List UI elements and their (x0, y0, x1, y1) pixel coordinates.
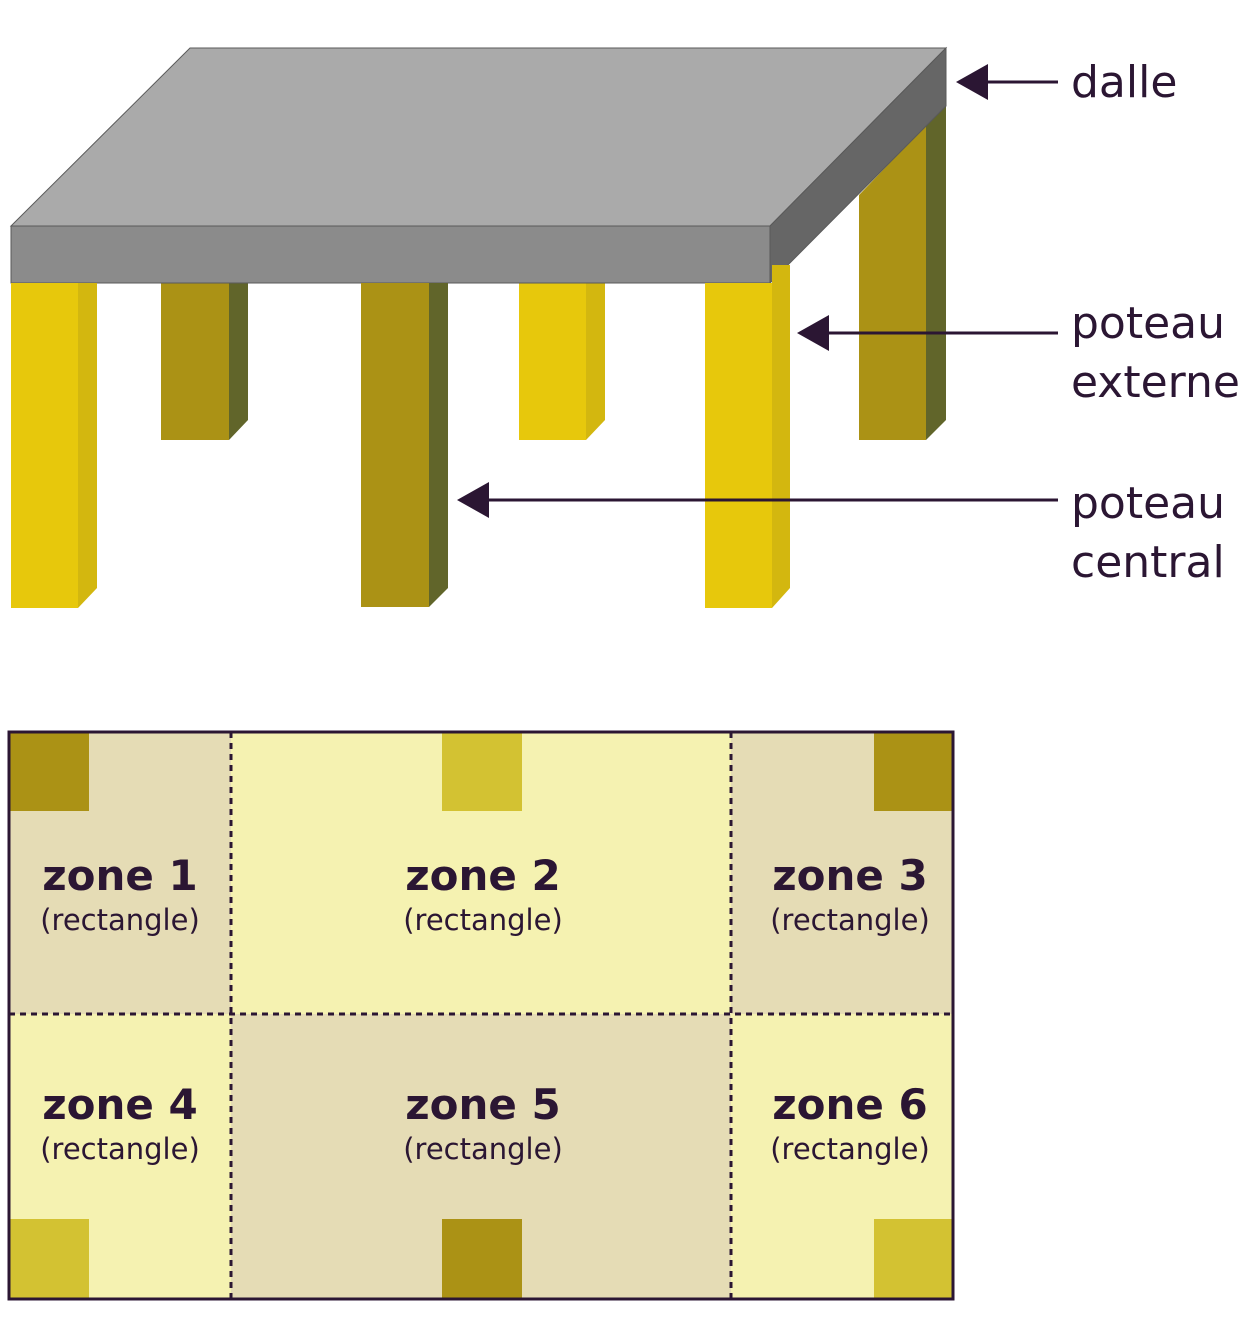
zone-4-name: zone 4 (42, 1080, 198, 1129)
slab-arrow (956, 64, 1058, 100)
perspective-view: dalle poteau externe poteau central (9, 46, 1240, 608)
front-post-left (11, 283, 97, 608)
zone-6-shape: (rectangle) (770, 1132, 930, 1166)
front-post-right (705, 265, 790, 608)
zone-1-name: zone 1 (42, 851, 198, 900)
front-post-center (361, 283, 448, 607)
zone-1-shape: (rectangle) (40, 903, 200, 937)
zone-2-shape: (rectangle) (403, 903, 563, 937)
central-post-label-line2: central (1071, 537, 1225, 588)
slab-front-face (10, 225, 771, 284)
slab-label: dalle (1071, 57, 1177, 108)
zone-3-name: zone 3 (772, 851, 928, 900)
back-post-right (859, 105, 946, 440)
post-footprint-top-left (9, 732, 89, 811)
slab (9, 46, 948, 285)
post-footprint-top-center (442, 732, 522, 811)
central-post-label-line1: poteau (1071, 478, 1225, 529)
zone-2-name: zone 2 (405, 851, 561, 900)
outer-post-arrow (797, 315, 1058, 351)
plan-border (7, 730, 955, 1301)
plan-view: zone 1 (rectangle) zone 2 (rectangle) zo… (7, 730, 955, 1301)
outer-post-label-line1: poteau (1071, 298, 1225, 349)
back-post-middle (519, 282, 605, 440)
zone-5-shape: (rectangle) (403, 1132, 563, 1166)
central-post-arrow (457, 482, 1058, 518)
outer-post-label-line2: externe (1071, 357, 1240, 408)
post-footprint-bottom-right (874, 1219, 953, 1299)
zone-6-name: zone 6 (772, 1080, 928, 1129)
zone-4-shape: (rectangle) (40, 1132, 200, 1166)
back-post-left (161, 282, 248, 440)
post-footprint-top-right (874, 732, 953, 811)
post-footprint-bottom-center (442, 1219, 522, 1299)
slab-side-face (769, 46, 947, 285)
zone-5-name: zone 5 (405, 1080, 561, 1129)
zone-3-shape: (rectangle) (770, 903, 930, 937)
post-footprint-bottom-left (9, 1219, 89, 1299)
